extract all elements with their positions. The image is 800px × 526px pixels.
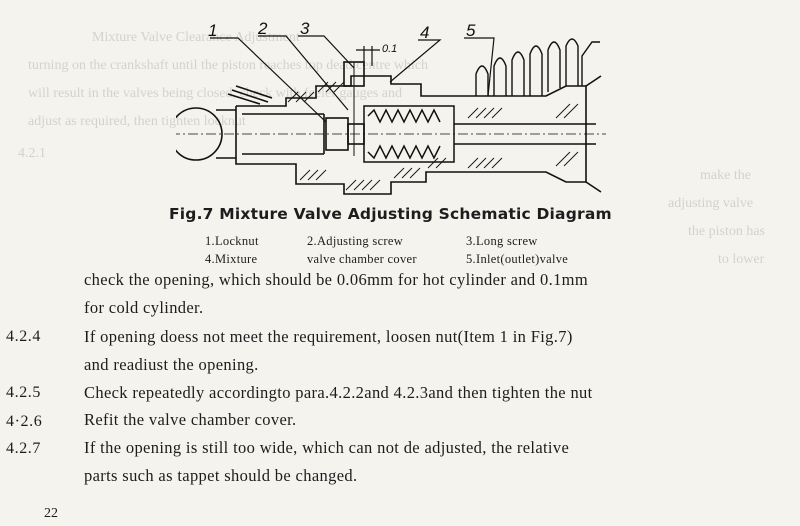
bleed-through-text: adjust as required, then tighten locknut [28, 114, 246, 129]
legend-item-long-screw: 3.Long screw [466, 234, 538, 248]
section-number: 4.2.5 [6, 384, 41, 401]
body-line: If the opening is still too wide, which … [84, 438, 570, 457]
bleed-through-text: make the [700, 168, 751, 183]
page-number: 22 [44, 506, 58, 521]
body-line: for cold cylinder. [84, 298, 204, 317]
inlet-valve [454, 75, 602, 193]
bleed-through-text: 4.2.1 [18, 146, 46, 161]
body-line: parts such as tappet should be changed. [84, 466, 358, 485]
body-line: Check repeatedly accordingto para.4.2.2a… [84, 383, 593, 402]
callout-leaders [210, 35, 495, 123]
bleed-through-text: to lower [718, 252, 765, 267]
callout-5: 5 [466, 21, 476, 40]
section-number: 4.2.7 [6, 440, 41, 457]
tappet-ball [176, 107, 223, 161]
bleed-through-text: Mixture Valve Clearance Adjustment [92, 30, 300, 45]
legend-item-locknut: 1.Locknut [205, 234, 259, 248]
bleed-through-text: adjusting valve [668, 196, 754, 211]
body-line: and readiust the opening. [84, 355, 259, 374]
valve-body [216, 75, 476, 195]
body-line: If opening doess not meet the requiremen… [84, 327, 573, 346]
legend-item-mixture: 4.Mixture [205, 252, 258, 266]
mixture-valve-schematic: 1 2 3 4 5 0.1 [176, 6, 606, 206]
legend-item-valve-chamber-cover: valve chamber cover [307, 252, 417, 266]
callout-1: 1 [208, 21, 217, 40]
section-number: 4·2.6 [6, 413, 43, 430]
body-line: Refit the valve chamber cover. [84, 410, 297, 429]
callout-2: 2 [257, 19, 268, 38]
valve-spring [363, 105, 455, 163]
cooling-fins [475, 38, 600, 96]
legend-item-inlet-valve: 5.Inlet(outlet)valve [466, 252, 569, 266]
bleed-through-text: turning on the crankshaft until the pist… [28, 58, 429, 73]
callout-4: 4 [420, 23, 429, 42]
bleed-through-text: the piston has [688, 224, 765, 239]
section-number: 4.2.4 [6, 328, 41, 345]
body-line: check the opening, which should be 0.06m… [84, 270, 589, 289]
clearance-dimension-label: 0.1 [382, 43, 397, 55]
callout-3: 3 [300, 19, 310, 38]
figure-caption: Fig.7 Mixture Valve Adjusting Schematic … [169, 205, 612, 223]
legend-item-adjusting-screw: 2.Adjusting screw [307, 234, 404, 248]
